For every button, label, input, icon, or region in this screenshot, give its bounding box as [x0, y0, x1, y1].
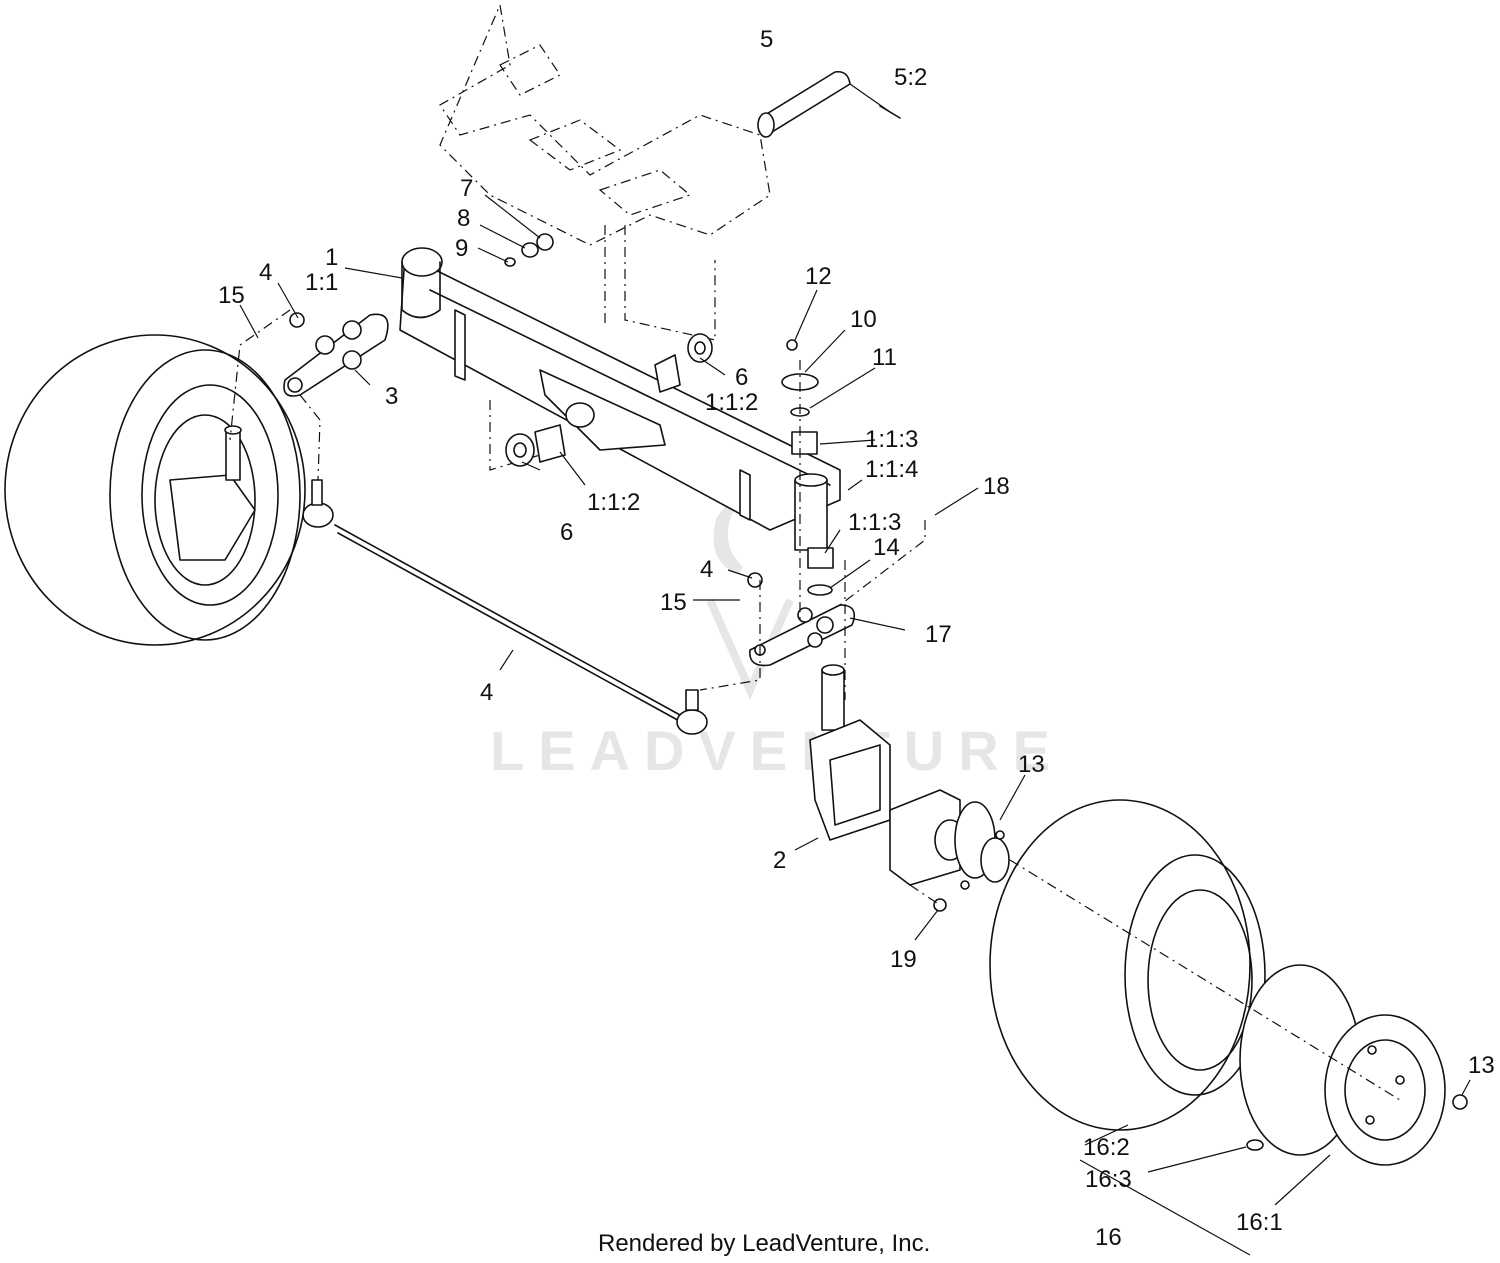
callout-4-a: 4: [259, 259, 272, 286]
callout-1-1-2-b: 1:1:2: [587, 489, 640, 516]
assembly-lines: [229, 309, 1401, 1101]
watermark-logo: [706, 497, 794, 700]
callouts: 1 1:1 1:1:2 1:1:2 1:1:3 1:1:3 1:1:4 2 3 …: [218, 26, 1495, 1251]
steering-arm-right: [747, 572, 856, 667]
callout-1-1-3-a: 1:1:3: [865, 426, 918, 453]
right-spindle: [809, 664, 891, 841]
callout-16-2: 16:2: [1083, 1134, 1130, 1161]
callout-5-2: 5:2: [894, 64, 927, 91]
callout-12: 12: [805, 263, 832, 290]
callout-5: 5: [760, 26, 773, 53]
footer-credit: Rendered by LeadVenture, Inc.: [598, 1230, 930, 1257]
pivot-pin: [757, 70, 901, 138]
wheel-hub: [889, 789, 1010, 912]
callout-16-3: 16:3: [1085, 1166, 1132, 1193]
callout-1-1-4: 1:1:4: [865, 456, 918, 483]
tie-rod: [302, 479, 708, 735]
callout-14: 14: [873, 534, 900, 561]
left-wheel: [4, 334, 306, 646]
axle-beam: [399, 247, 841, 531]
callout-18: 18: [983, 473, 1010, 500]
callout-7: 7: [460, 175, 473, 202]
callout-1-1-2-a: 1:1:2: [705, 389, 758, 416]
callout-9: 9: [455, 235, 468, 262]
callout-15-b: 15: [660, 589, 687, 616]
callout-13-b: 13: [1468, 1052, 1495, 1079]
callout-19: 19: [890, 946, 917, 973]
callout-16: 16: [1095, 1224, 1122, 1251]
bushings: [504, 233, 713, 467]
callout-6-a: 6: [735, 364, 748, 391]
callout-4-c: 4: [480, 679, 493, 706]
callout-10: 10: [850, 306, 877, 333]
callout-1: 1: [325, 244, 338, 271]
callout-17: 17: [925, 621, 952, 648]
callout-1-1-3-b: 1:1:3: [848, 509, 901, 536]
callout-16-1: 16:1: [1236, 1209, 1283, 1236]
callout-13-a: 13: [1018, 751, 1045, 778]
callout-11: 11: [872, 344, 897, 371]
right-tire: [989, 799, 1266, 1131]
leader-lines: [239, 194, 1471, 1256]
callout-3: 3: [385, 383, 398, 410]
right-rim: [1239, 964, 1468, 1166]
callout-1-1: 1:1: [305, 269, 338, 296]
callout-15-a: 15: [218, 282, 245, 309]
callout-2: 2: [773, 847, 786, 874]
callout-8: 8: [457, 205, 470, 232]
steering-arm-left: [283, 312, 389, 397]
watermark: LEADVENTURE: [490, 719, 1064, 782]
callout-6-b: 6: [560, 519, 573, 546]
callout-4-b: 4: [700, 556, 713, 583]
